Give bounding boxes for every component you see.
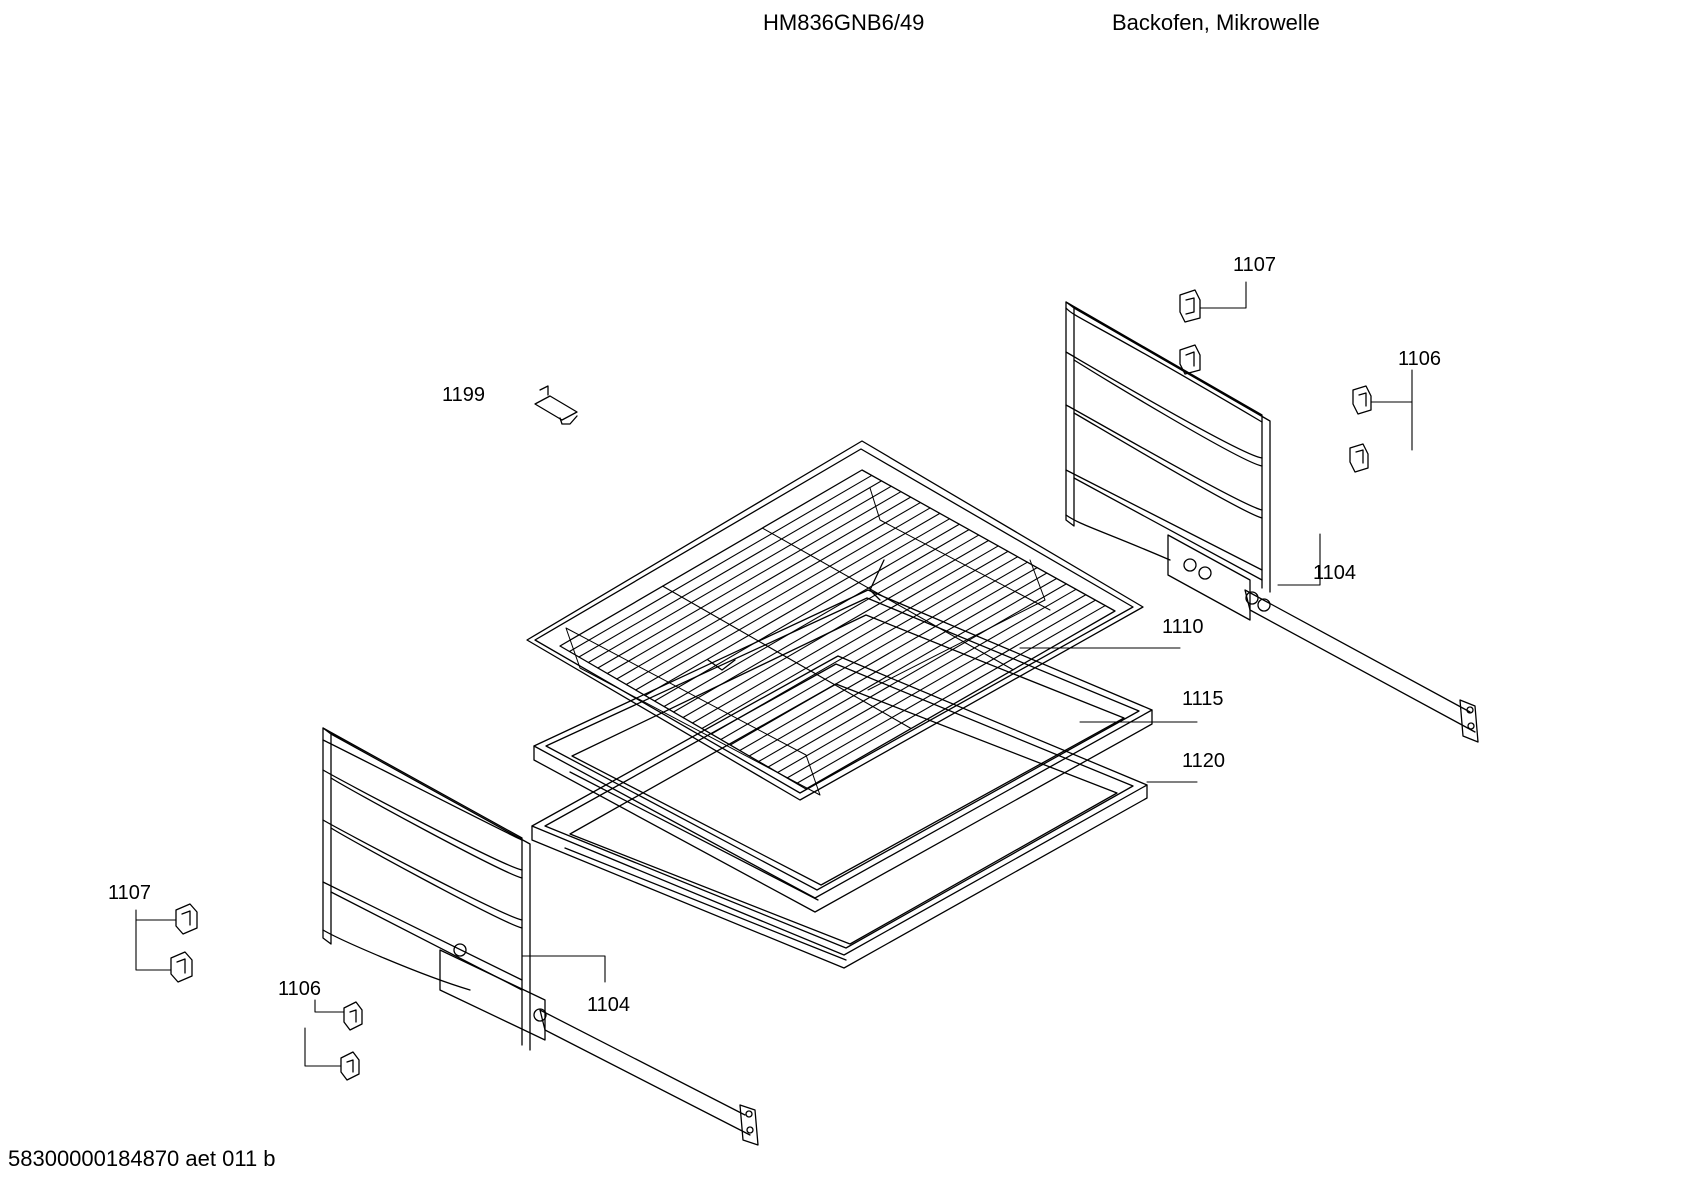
wire-rack-1110: [527, 441, 1143, 800]
rack-bar: [683, 541, 989, 718]
universal-pan-1115: [534, 590, 1152, 912]
rack-crossbar: [762, 528, 1013, 670]
baking-tray-1120: [532, 656, 1147, 968]
callout-1104-right: 1104: [1313, 562, 1357, 584]
rack-bar: [730, 568, 1037, 745]
part-1199: [535, 386, 577, 424]
callout-1106-right: 1106: [1398, 348, 1442, 370]
clip-1106-left-lower: [341, 1052, 359, 1080]
rack-bar: [579, 481, 882, 657]
rack-bar: [692, 546, 998, 723]
rack-bar: [749, 578, 1056, 756]
callout-1120: 1120: [1182, 750, 1226, 772]
document-code: 58300000184870 aet 011 b: [8, 1146, 276, 1171]
model-number: HM836GNB6/49: [763, 10, 925, 35]
rack-bar: [768, 589, 1076, 767]
rack-bar: [645, 519, 949, 696]
rack-bar: [702, 551, 1008, 728]
rack-bar: [711, 557, 1017, 734]
clip-1107-left-lower: [171, 952, 192, 982]
callout-1199: 1199: [442, 384, 486, 406]
callout-1110: 1110: [1162, 616, 1204, 638]
rack-bar: [636, 513, 940, 690]
side-rail-left-1104: [323, 728, 758, 1145]
rack-bar: [664, 530, 969, 707]
callout-1106-left: 1106: [278, 978, 322, 1000]
rack-bar: [607, 497, 910, 673]
callout-1104-left: 1104: [587, 994, 631, 1016]
rack-bar: [674, 535, 979, 712]
callout-1107-left: 1107: [108, 882, 152, 904]
callout-1107-right: 1107: [1233, 254, 1277, 276]
clip-1106-right-lower: [1350, 444, 1368, 472]
clip-1107-right-lower: [1180, 345, 1200, 374]
rack-bar: [598, 492, 901, 668]
rack-bar: [588, 486, 891, 662]
rack-bar: [740, 573, 1047, 750]
leader-lines: [136, 282, 1412, 1066]
rack-bar: [787, 600, 1095, 778]
side-rail-right-1104: [1066, 302, 1478, 742]
clip-1107-left-upper: [176, 904, 197, 934]
rack-bar: [617, 503, 921, 679]
rack-crossbar: [663, 586, 911, 728]
clip-1107-right-upper: [1180, 290, 1200, 322]
rack-bar: [569, 475, 871, 651]
rack-bar: [626, 508, 930, 685]
clip-1106-left-upper: [344, 1002, 362, 1030]
rack-bar: [721, 562, 1028, 739]
callout-1115: 1115: [1182, 688, 1224, 710]
rack-bar: [655, 524, 960, 701]
rack-bar: [778, 595, 1086, 773]
rack-bar: [759, 584, 1067, 762]
appliance-description: Backofen, Mikrowelle: [1112, 10, 1320, 35]
rack-bar: [797, 606, 1106, 784]
clip-1106-right-upper: [1353, 386, 1371, 414]
